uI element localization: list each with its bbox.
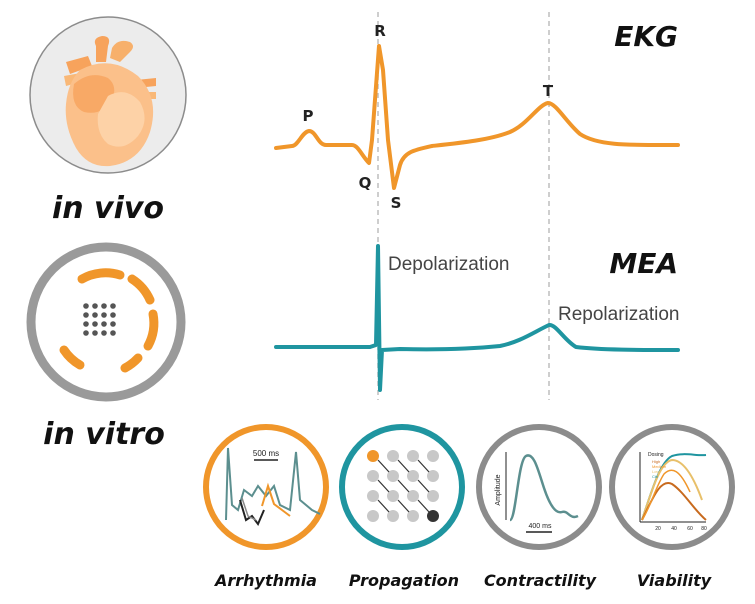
mea-label: MEA	[609, 247, 678, 280]
viability-tick-60: 60	[687, 526, 693, 532]
assay-viability-label: Viability	[637, 571, 712, 590]
electrode-grid	[83, 303, 116, 336]
propagation-arrows	[377, 459, 430, 513]
ekg-trace	[274, 44, 680, 190]
assay-propagation-label: Propagation	[349, 571, 459, 590]
viability-legend-low: Low	[652, 469, 659, 474]
in-vivo-label: in vivo	[52, 191, 164, 226]
viability-legend-ctrl: Ctrl	[652, 474, 658, 479]
ekg-wave-q: Q	[359, 174, 372, 192]
contractility-y-label: Amplitude	[495, 474, 502, 505]
assay-arrhythmia-label: Arrhythmia	[213, 571, 317, 590]
assay-arrhythmia-badge: 500 ms	[203, 424, 329, 550]
viability-legend-high: High	[652, 459, 660, 464]
cell-layer-arcs	[59, 268, 159, 373]
repolarization-label: Repolarization	[558, 304, 679, 325]
mea-trace	[274, 244, 680, 392]
assay-viability-badge: Dosing High Medium Low Ctrl 20 40 60 80	[609, 424, 735, 550]
viability-legend-medium: Medium	[652, 464, 667, 469]
ekg-wave-p: P	[303, 107, 314, 125]
in-vitro-label: in vitro	[43, 417, 165, 452]
ekg-wave-r: R	[374, 22, 386, 40]
assay-propagation-badge	[339, 424, 465, 550]
depolarization-label: Depolarization	[388, 254, 509, 275]
ekg-wave-t: T	[543, 82, 554, 100]
heart-icon	[64, 36, 156, 167]
viability-legend-title: Dosing	[648, 452, 664, 458]
ekg-label: EKG	[614, 20, 678, 53]
in-vivo-heart-badge	[29, 16, 187, 174]
viability-tick-40: 40	[671, 526, 677, 532]
contractility-scale-label: 400 ms	[529, 523, 552, 530]
propagation-electrodes	[367, 450, 439, 522]
in-vitro-mea-well	[26, 242, 186, 402]
arrhythmia-scale-label: 500 ms	[253, 449, 279, 458]
viability-tick-20: 20	[655, 526, 661, 532]
ekg-wave-s: S	[391, 194, 402, 212]
assay-contractility-label: Contractility	[484, 571, 597, 590]
assay-contractility-badge: Amplitude 400 ms	[476, 424, 602, 550]
viability-tick-80: 80	[701, 526, 707, 532]
